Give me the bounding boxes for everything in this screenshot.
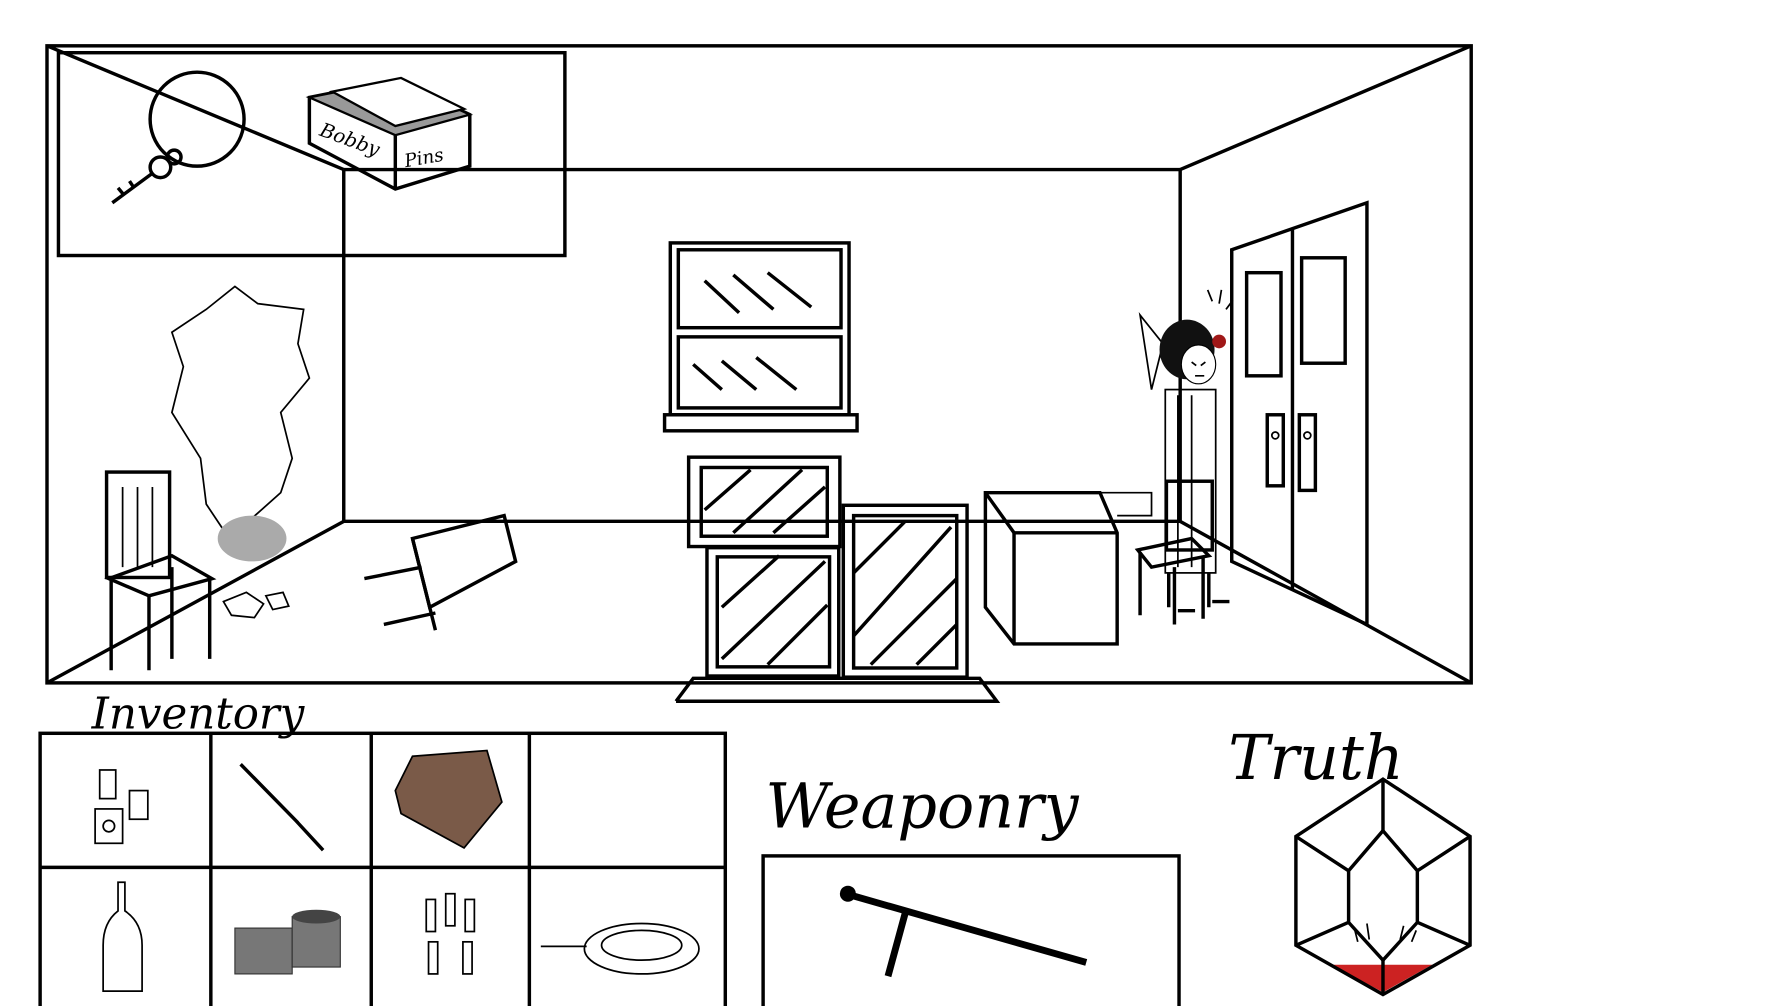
- inventory-slot-1[interactable]: [42, 736, 208, 865]
- circuit-parts-icon: [94, 769, 149, 845]
- chair-toppled[interactable]: [364, 513, 518, 631]
- bobby-pins-box-icon[interactable]: Bobby Pins: [305, 76, 474, 191]
- chair-right[interactable]: [1134, 479, 1214, 625]
- inventory-slot-7[interactable]: [374, 870, 528, 1006]
- chair-left[interactable]: [104, 470, 217, 671]
- truth-gem-meter: [1294, 777, 1472, 997]
- key-items-panel: Bobby Pins: [56, 50, 567, 258]
- double-door[interactable]: [1230, 200, 1369, 628]
- bottle-icon: [102, 881, 143, 992]
- inventory-slot-3[interactable]: [374, 736, 528, 865]
- box[interactable]: [983, 490, 1153, 646]
- player-character[interactable]: [1138, 289, 1234, 613]
- weaponry-title: Weaponry: [765, 770, 1079, 842]
- inventory-slot-5[interactable]: [42, 870, 208, 1006]
- screwdriver-icon: [239, 763, 325, 852]
- window[interactable]: [662, 241, 859, 433]
- inventory-title: Inventory: [91, 690, 306, 740]
- duct-tape-icon: [234, 909, 341, 975]
- room: [45, 44, 1473, 685]
- crates[interactable]: [674, 455, 1001, 703]
- truth-title: Truth: [1228, 722, 1403, 794]
- rock-icon: [222, 591, 290, 619]
- inventory-slot-6[interactable]: [213, 870, 369, 1006]
- rubble-icon: [217, 515, 287, 562]
- inventory-slot-4[interactable]: [532, 736, 723, 865]
- wall-hole[interactable]: [170, 285, 311, 540]
- inventory-slot-8[interactable]: [532, 870, 723, 1006]
- inventory-slot-2[interactable]: [213, 736, 369, 865]
- cane-sword-icon: [844, 890, 1088, 978]
- sandpaper-icon: [394, 749, 503, 849]
- key-ring-icon[interactable]: [111, 70, 246, 205]
- bullets-icon: [425, 892, 476, 975]
- weapon-slot[interactable]: [761, 854, 1181, 1006]
- rope-icon: [540, 922, 700, 975]
- inventory-grid: [38, 731, 728, 1006]
